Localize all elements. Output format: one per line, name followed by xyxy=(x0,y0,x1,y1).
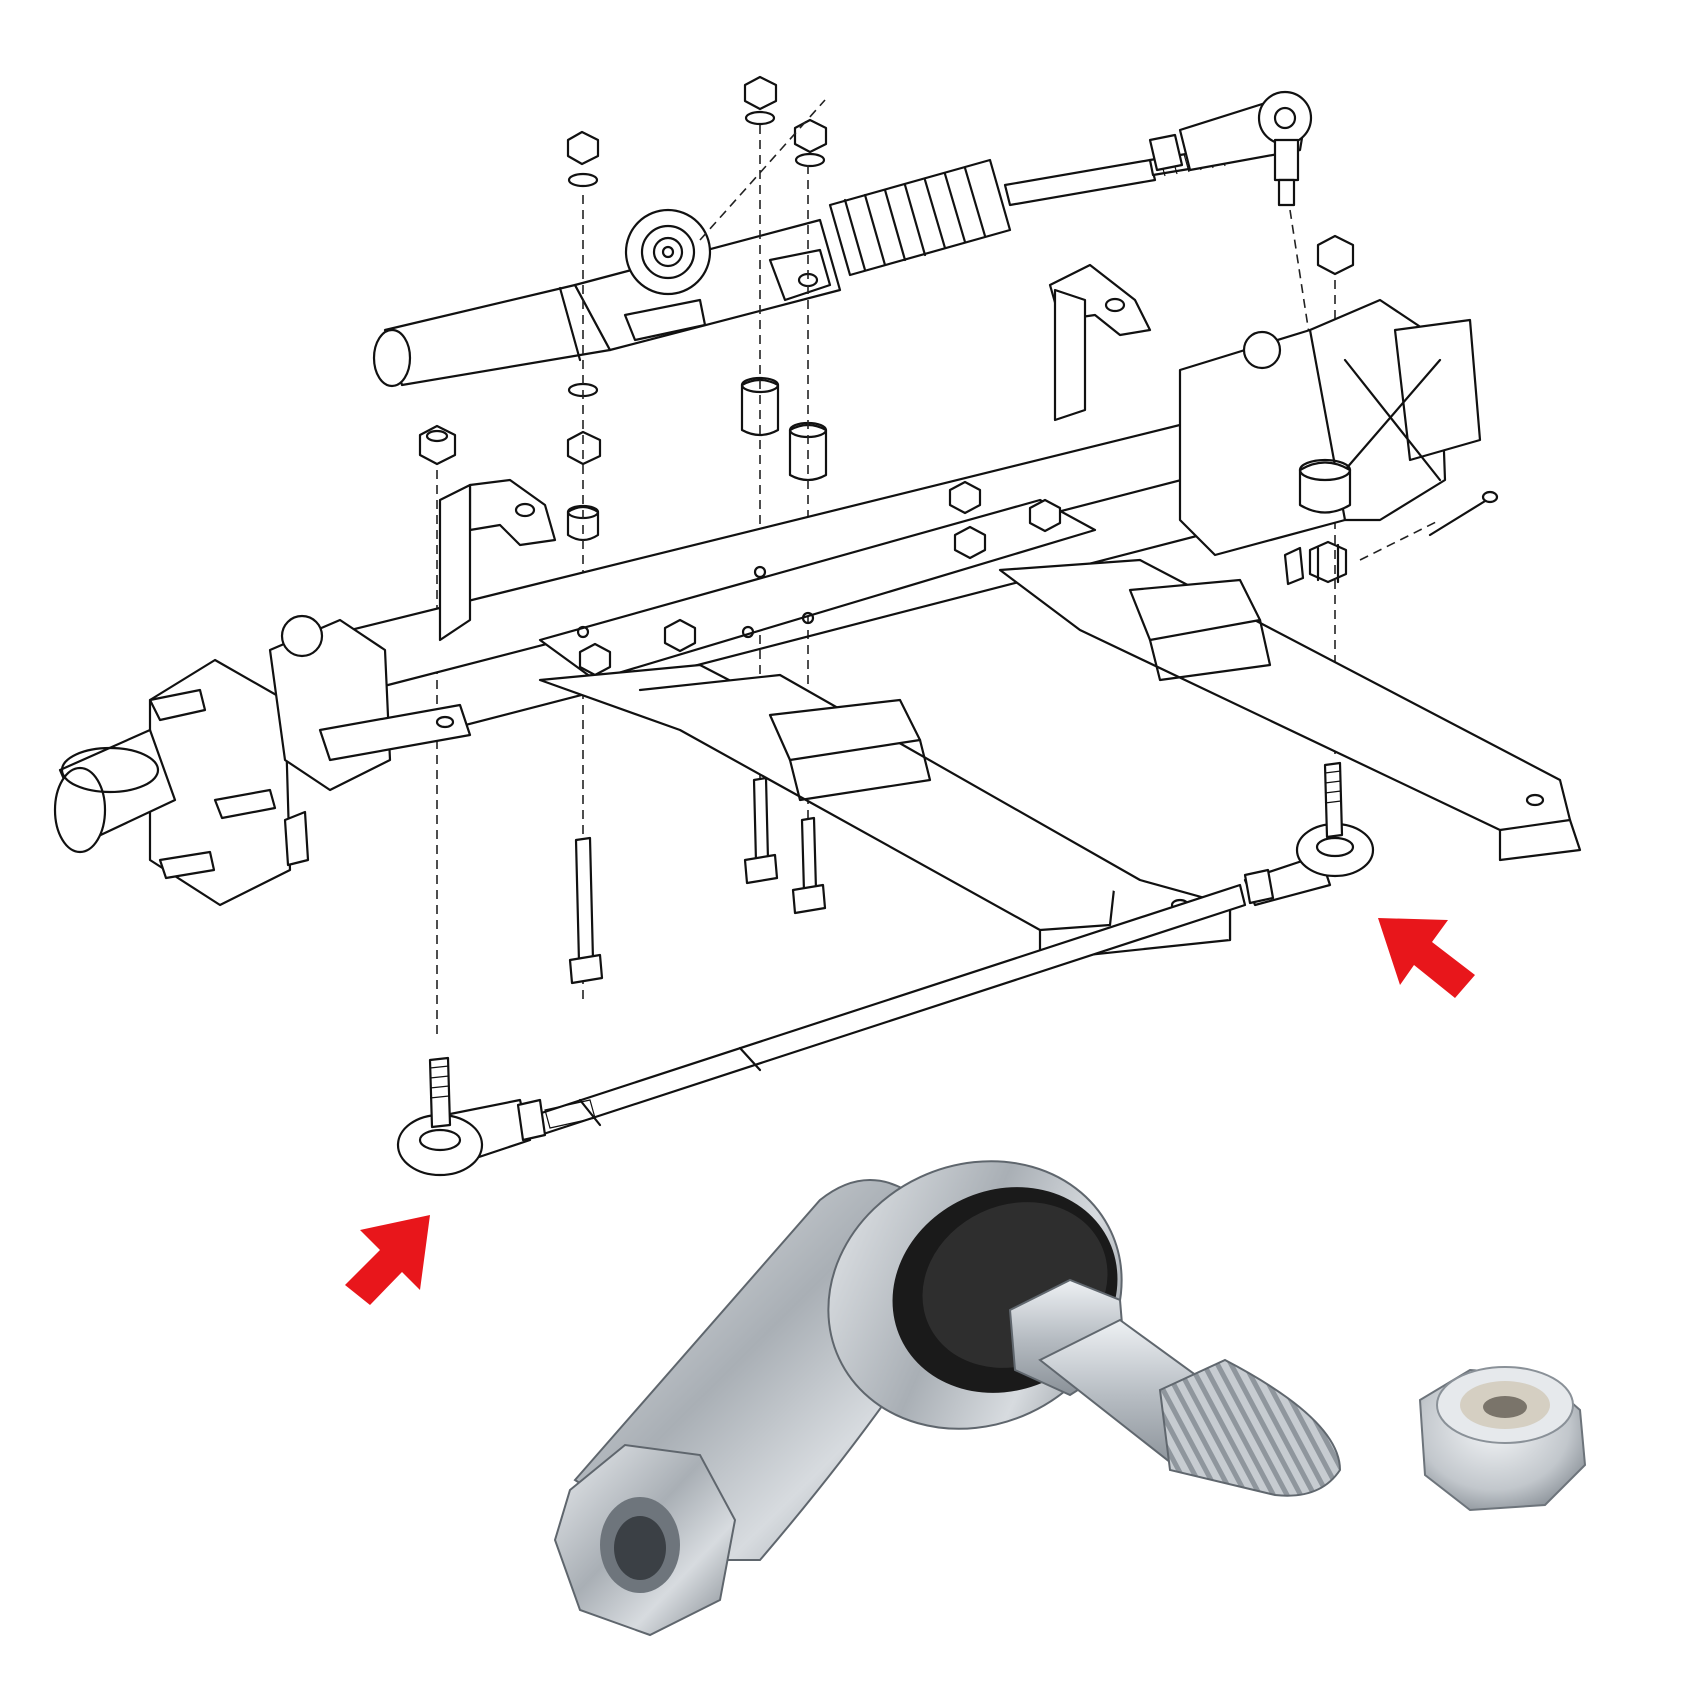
callout-arrow-left xyxy=(345,1215,430,1305)
hardware-stack-far-right xyxy=(1308,234,1355,584)
callout-arrow-right xyxy=(1378,918,1475,998)
tie-rod xyxy=(518,883,1247,1142)
leaf-spring-right xyxy=(998,558,1582,862)
hardware-stack-center xyxy=(740,75,780,437)
bellows-boot xyxy=(828,158,1012,277)
right-hub xyxy=(1178,298,1499,586)
product-photo-tie-rod-end xyxy=(553,1160,1342,1637)
hardware-stack-far-left xyxy=(418,424,457,466)
bolts xyxy=(568,776,827,985)
product-photo-lock-nut xyxy=(1418,1366,1587,1512)
steering-rack xyxy=(372,90,1313,388)
left-hub xyxy=(53,614,472,907)
left-tie-rod-end xyxy=(396,1056,596,1177)
right-tie-rod-end xyxy=(1243,761,1375,907)
leaf-spring-left xyxy=(538,663,1232,962)
